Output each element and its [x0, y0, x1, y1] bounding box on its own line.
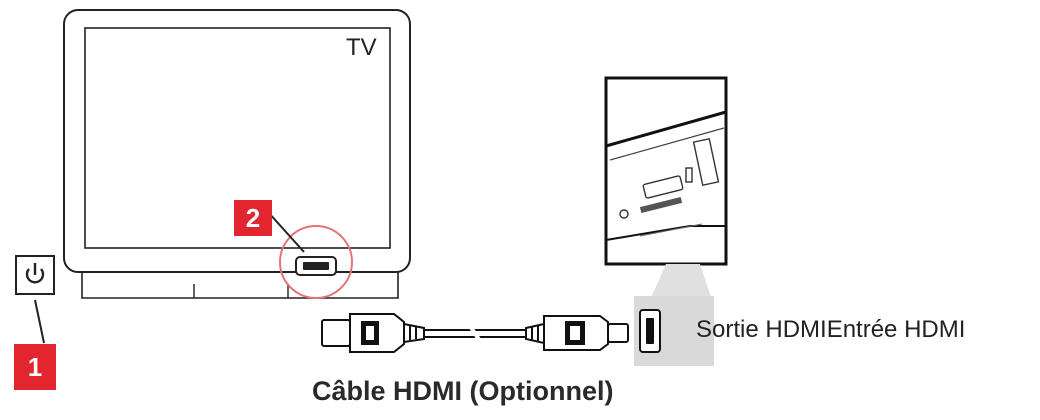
cable-label: Câble HDMI (Optionnel) [312, 376, 614, 406]
port-callout [650, 264, 712, 300]
step-2-badge: 2 [234, 200, 272, 236]
tv-frame [63, 9, 411, 273]
power-icon [25, 263, 45, 284]
tv-port-highlight [279, 225, 353, 299]
hdmi-port-label: Sortie HDMIEntrée HDMI [696, 316, 966, 343]
tv-screen [84, 27, 391, 249]
badge-2-pointer [267, 211, 305, 253]
hdmi-cable [424, 324, 526, 343]
tv-label: TV [346, 34, 377, 61]
hdmi-plug-left-icon [321, 313, 425, 353]
hdmi-plug-right-icon [525, 315, 629, 351]
camera-inset [604, 76, 728, 266]
tv-stand [81, 272, 399, 299]
step-1-badge: 1 [14, 344, 56, 390]
badge-1-pointer [34, 299, 45, 344]
camera-hdmi-port-icon [639, 309, 661, 353]
tv-set [63, 9, 411, 299]
